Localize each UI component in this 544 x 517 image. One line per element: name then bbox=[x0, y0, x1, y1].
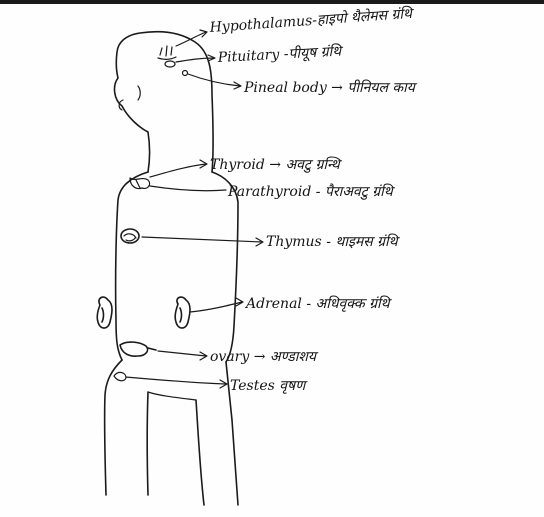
right-adrenal-mark bbox=[175, 297, 190, 328]
pituitary-arrow bbox=[176, 55, 215, 62]
gland-labels: Hypothalamus-हाइपो थैलेमस ग्रंथि Pituita… bbox=[208, 5, 418, 394]
torso-outline bbox=[116, 172, 238, 362]
left-leg-outline bbox=[105, 360, 148, 495]
thyroid-arrow bbox=[150, 160, 207, 177]
label-hypothalamus: Hypothalamus-हाइपो थैलेमस ग्रंथि bbox=[208, 5, 415, 36]
testes-arrow bbox=[126, 377, 227, 388]
label-pineal-body: Pineal body → पीनियल काय bbox=[243, 79, 418, 96]
head-outline bbox=[115, 32, 214, 172]
human-figure-outline bbox=[105, 32, 238, 505]
ovary-mark bbox=[120, 342, 156, 356]
label-thyroid: Thyroid → अवटु ग्रन्थि bbox=[210, 156, 343, 173]
label-parathyroid: Parathyroid - पैराअवटु ग्रंथि bbox=[227, 183, 396, 200]
label-pituitary: Pituitary -पीयूष ग्रंथि bbox=[216, 42, 344, 66]
thymus-arrow bbox=[142, 237, 263, 246]
thyroid-mark bbox=[130, 178, 150, 189]
pineal-mark bbox=[183, 71, 188, 76]
label-testes: Testes वृषण bbox=[230, 378, 308, 394]
left-adrenal-mark bbox=[97, 297, 112, 328]
label-thymus: Thymus - थाइमस ग्रंथि bbox=[266, 233, 401, 250]
label-adrenal: Adrenal - अधिवृक्क ग्रंथि bbox=[244, 295, 393, 312]
thymus-inner bbox=[124, 234, 136, 241]
hypothalamus-arrow bbox=[176, 30, 207, 46]
ovary-arrow bbox=[158, 351, 207, 360]
parathyroid-arrow bbox=[150, 186, 226, 191]
gland-marks bbox=[97, 46, 190, 381]
hypothalamus-scribble bbox=[158, 46, 176, 59]
pineal-arrow bbox=[188, 74, 241, 89]
pointer-arrows bbox=[126, 30, 263, 388]
crotch-line bbox=[148, 392, 196, 400]
testes-mark bbox=[114, 372, 126, 380]
label-ovary: ovary → अण्डाशय bbox=[210, 349, 319, 365]
pituitary-mark bbox=[165, 61, 175, 67]
eye-mark bbox=[138, 86, 140, 100]
